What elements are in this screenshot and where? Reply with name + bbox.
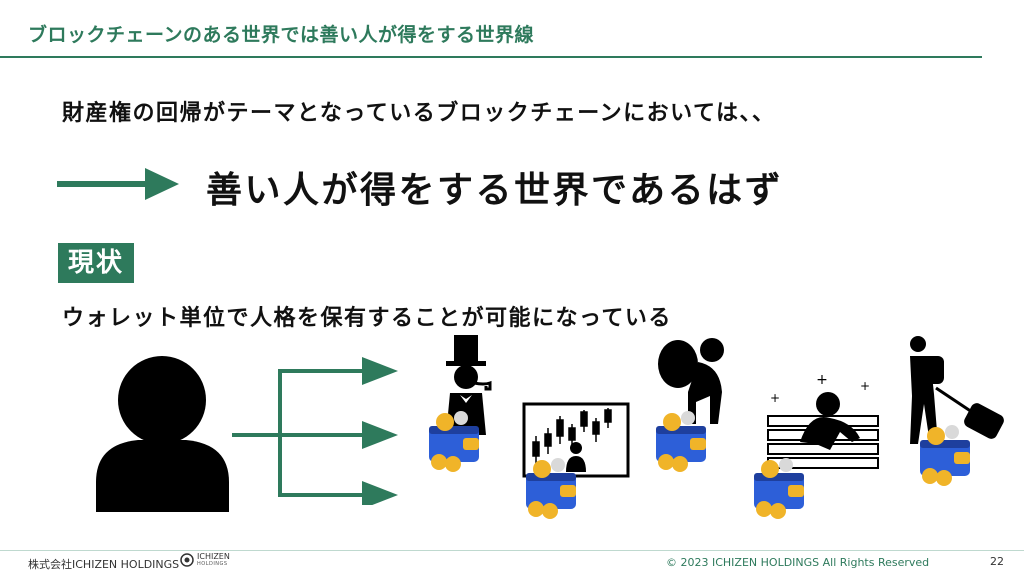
page-title: ブロックチェーンのある世界では善い人が得をする世界線 [28,24,535,46]
thief-icon [658,338,724,424]
company-name: 株式会社ICHIZEN HOLDINGS [28,558,180,571]
company-logo: ICHIZEN HOLDINGS [180,553,230,567]
footer-divider [0,550,1024,551]
svg-text:+: + [816,372,828,388]
page-number: 22 [990,555,1004,568]
conclusion-text: 善い人が得をする世界であるはず [206,170,784,211]
logo-text: ICHIZEN [197,552,230,561]
crypto-wallet-icon [656,411,706,472]
title-divider [0,56,982,58]
right-arrow-icon [57,168,179,200]
status-badge: 現状 [58,243,134,283]
svg-text:+: + [860,379,870,393]
logo-icon [180,553,194,567]
crypto-wallet-icon [920,425,970,486]
status-text: ウォレット単位で人格を保有することが可能になっている [62,306,672,331]
svg-text:+: + [770,391,780,405]
crypto-wallet-icon [429,411,479,472]
crypto-wallet-icon [526,458,576,519]
copyright-text: © 2023 ICHIZEN HOLDINGS All Rights Reser… [666,556,930,569]
intro-text: 財産権の回帰がテーマとなっているブロックチェーンにおいては、、 [62,101,776,126]
person-icon [96,356,229,512]
traveler-icon [910,336,1004,444]
branch-arrows-icon [232,357,398,505]
crypto-wallet-icon [754,458,804,519]
logo-subtext: HOLDINGS [197,561,228,567]
